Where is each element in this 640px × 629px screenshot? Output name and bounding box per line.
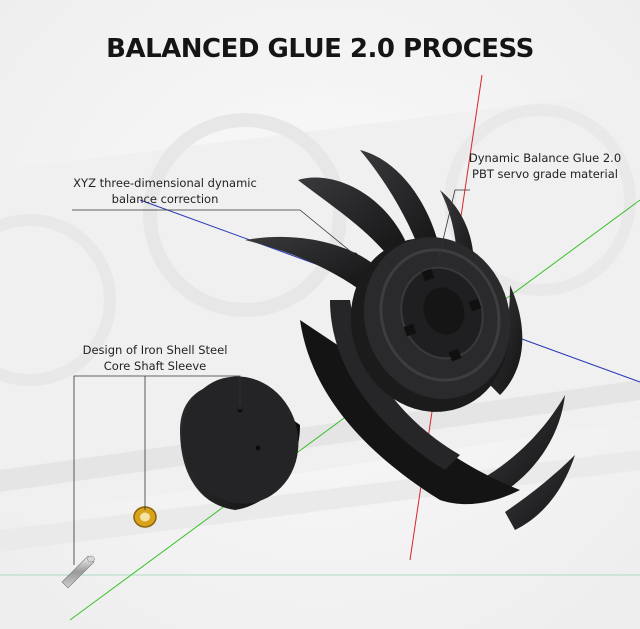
callout-balance-glue: Dynamic Balance Glue 2.0 PBT servo grade… (455, 150, 635, 182)
fan-blade (480, 395, 565, 500)
callout-iron-shell: Design of Iron Shell Steel Core Shaft Sl… (70, 342, 240, 374)
fan-blade (505, 455, 575, 530)
callout-iron-line1: Design of Iron Shell Steel (82, 343, 228, 357)
callout-xyz-balance: XYZ three-dimensional dynamic balance co… (60, 175, 270, 207)
xyz-leader-line (72, 209, 356, 256)
motor-cap (180, 376, 300, 510)
fan-blade (360, 150, 440, 265)
callout-iron-line2: Core Shaft Sleeve (103, 359, 207, 373)
callout-xyz-line1: XYZ three-dimensional dynamic (73, 176, 257, 190)
steel-shaft-pin (61, 555, 95, 589)
callout-glue-line1: Dynamic Balance Glue 2.0 (468, 151, 622, 165)
callout-xyz-line2: balance correction (111, 192, 219, 206)
fan-blade (245, 236, 380, 290)
iron-leader-line (73, 375, 241, 565)
fan-blade (298, 177, 405, 265)
page-title: BALANCED GLUE 2.0 PROCESS (106, 34, 534, 64)
callout-glue-line2: PBT servo grade material (472, 167, 618, 181)
fan-impeller (245, 150, 575, 530)
glue-leader-line (436, 189, 470, 266)
callout-leaders (72, 189, 470, 565)
